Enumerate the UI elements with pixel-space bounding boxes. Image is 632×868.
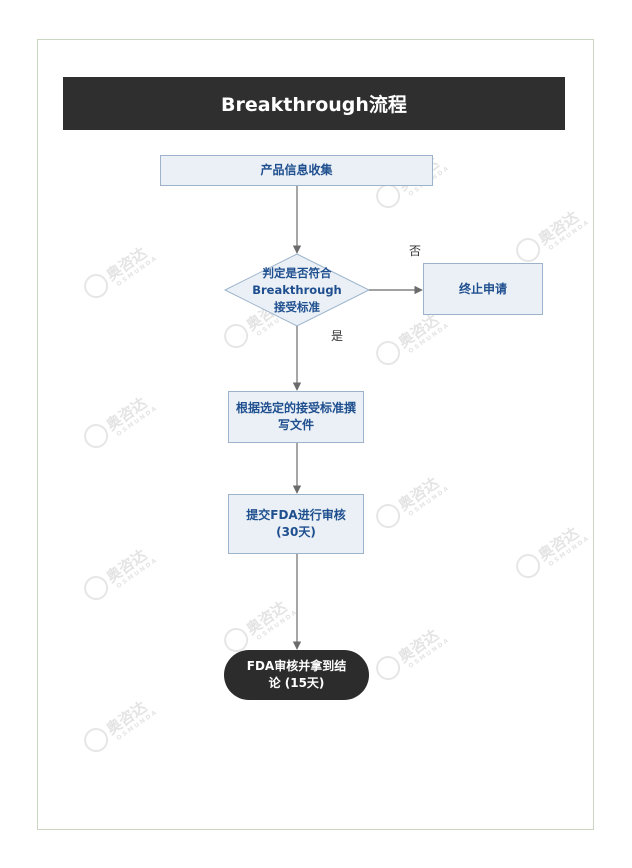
decision-line-1: 判定是否符合 — [262, 265, 332, 280]
page-title: Breakthrough流程 — [63, 77, 565, 130]
decision-label: 判定是否符合 Breakthrough 接受标准 — [225, 254, 369, 326]
write-line-1: 根据选定的接受标准撰 — [235, 401, 356, 415]
submit-line-2: (30天) — [276, 525, 316, 539]
edge-label-no: 否 — [409, 244, 422, 258]
page-border — [37, 39, 594, 830]
step-terminate-application: 终止申请 — [423, 263, 543, 315]
write-line-2: 写文件 — [277, 418, 314, 432]
step-collect-product-info: 产品信息收集 — [160, 155, 433, 186]
decision-line-2: Breakthrough — [252, 282, 342, 297]
submit-line-1: 提交FDA进行审核 — [246, 508, 346, 522]
conclude-line-2: 论 (15天) — [268, 676, 325, 690]
end-fda-conclusion: FDA审核并拿到结 论 (15天) — [224, 650, 369, 700]
step-submit-to-fda: 提交FDA进行审核 (30天) — [228, 494, 364, 554]
conclude-line-1: FDA审核并拿到结 — [246, 659, 347, 673]
step-write-documents: 根据选定的接受标准撰 写文件 — [228, 391, 364, 443]
edge-label-yes: 是 — [331, 329, 344, 343]
decision-line-3: 接受标准 — [274, 299, 320, 314]
